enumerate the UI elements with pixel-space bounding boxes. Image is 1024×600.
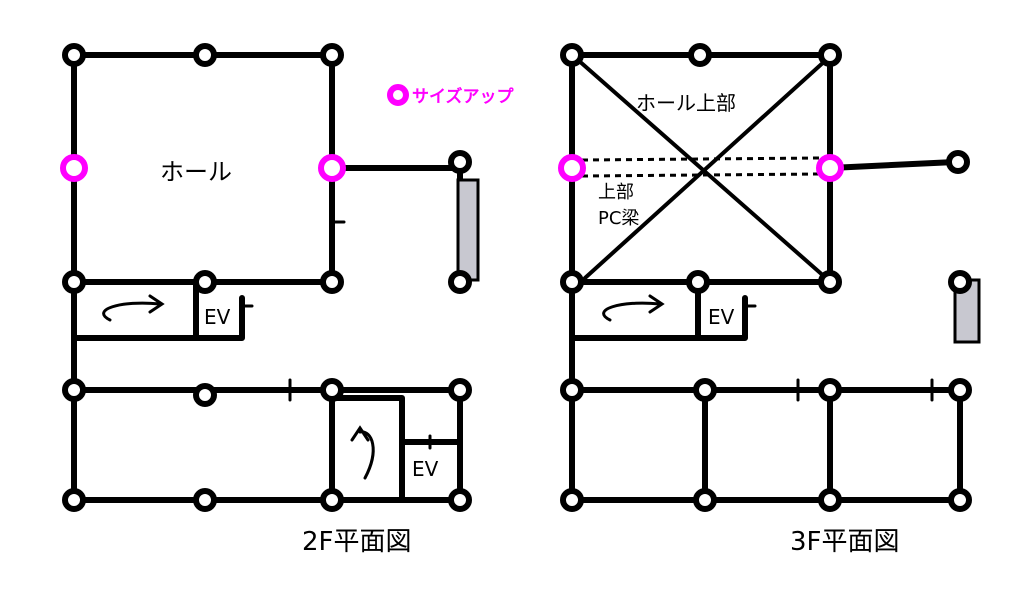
lower-block-walls	[71, 335, 463, 503]
column-node	[448, 270, 472, 294]
legend-label: サイズアップ	[412, 86, 514, 107]
lower-stair-arrow	[350, 425, 375, 480]
column-node	[948, 378, 972, 402]
column-node	[62, 488, 86, 512]
column-node	[560, 270, 584, 294]
column-node	[193, 383, 217, 407]
wall-ticks	[240, 220, 432, 450]
wall-ticks-3f	[743, 304, 934, 402]
lower-stair-ev	[329, 395, 463, 503]
beam-label-line1: 上部	[598, 182, 634, 203]
column-node	[560, 378, 584, 402]
right-wing-walls	[329, 165, 463, 285]
column-node	[320, 488, 344, 512]
legend-marker-icon	[387, 84, 409, 106]
column-node	[688, 43, 712, 67]
column-node	[320, 378, 344, 402]
column-node	[320, 270, 344, 294]
column-node	[818, 488, 842, 512]
column-node	[62, 270, 86, 294]
ev-label-upper: EV	[204, 305, 231, 329]
column-node	[560, 43, 584, 67]
column-node	[948, 270, 972, 294]
column-node	[946, 150, 970, 174]
ev-label-lower: EV	[412, 457, 439, 481]
plan-2f-title: 2F平面図	[302, 527, 412, 557]
column-node	[62, 43, 86, 67]
column-node-highlight	[816, 154, 844, 182]
plan-3f-title: 3F平面図	[790, 527, 900, 557]
column-node	[193, 43, 217, 67]
column-node	[560, 488, 584, 512]
stair-ev-block	[71, 279, 245, 341]
column-node-highlight	[60, 154, 88, 182]
plan-3f: ホール上部 上部 PC梁 EV 3F平面図	[558, 43, 981, 557]
column-node	[818, 270, 842, 294]
stair-arrow-3f	[602, 294, 665, 322]
beam-label-line2: PC梁	[598, 208, 639, 229]
column-node-highlight	[318, 154, 346, 182]
column-node	[193, 270, 217, 294]
column-node-highlight	[558, 154, 586, 182]
ev-label-3f: EV	[708, 305, 735, 329]
hall-label: ホール	[160, 158, 232, 186]
column-node	[193, 488, 217, 512]
column-node	[948, 488, 972, 512]
column-node	[448, 150, 472, 174]
column-node	[693, 488, 717, 512]
right-wing-walls-3f	[827, 159, 958, 171]
legend: サイズアップ	[387, 84, 514, 107]
stair-arrow	[102, 294, 165, 322]
plan-2f: ホール EV EV 2F平面図	[60, 43, 480, 557]
column-node	[818, 378, 842, 402]
column-node	[693, 378, 717, 402]
void-cross	[576, 58, 828, 280]
hall-upper-label: ホール上部	[636, 91, 736, 115]
shaded-area	[456, 178, 480, 282]
column-node	[320, 43, 344, 67]
column-node	[686, 270, 710, 294]
column-node	[448, 378, 472, 402]
column-node	[818, 43, 842, 67]
lower-block-walls-3f	[569, 335, 963, 503]
pc-beam-dashed	[581, 156, 821, 178]
column-node	[62, 378, 86, 402]
column-node	[448, 488, 472, 512]
stair-ev-block-3f	[569, 279, 748, 341]
